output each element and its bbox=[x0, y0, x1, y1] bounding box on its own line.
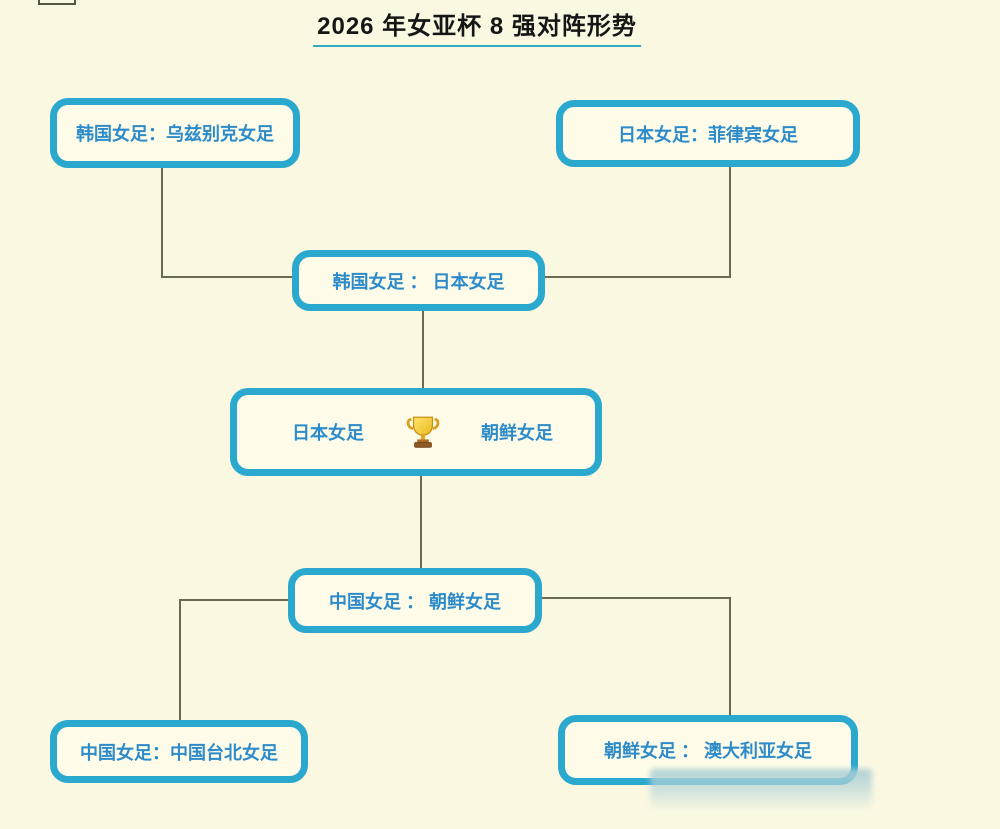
match-label: 韩国女足：乌兹别克女足 bbox=[76, 124, 274, 144]
match-box-qf-bottom-left[interactable]: 中国女足：中国台北女足 bbox=[50, 720, 308, 783]
match-label: 韩国女足 ： 日本女足 bbox=[332, 271, 505, 292]
connector-line bbox=[729, 597, 731, 715]
final-left-team: 日本女足 bbox=[292, 423, 364, 443]
connector-line bbox=[545, 276, 731, 278]
match-label: 中国女足 ： 朝鲜女足 bbox=[328, 591, 501, 612]
connector-line bbox=[161, 168, 163, 278]
match-box-qf-top-left[interactable]: 韩国女足：乌兹别克女足 bbox=[50, 98, 300, 168]
smudge-overlay bbox=[650, 769, 872, 811]
connector-line bbox=[422, 311, 424, 388]
connector-line bbox=[729, 167, 731, 278]
connector-line bbox=[179, 599, 288, 601]
match-label: 朝鲜女足 ： 澳大利亚女足 bbox=[603, 741, 812, 761]
match-box-qf-top-right[interactable]: 日本女足：菲律宾女足 bbox=[556, 100, 860, 167]
match-box-semifinal-top[interactable]: 韩国女足 ： 日本女足 bbox=[292, 250, 545, 311]
match-label: 中国女足：中国台北女足 bbox=[80, 742, 278, 763]
match-box-semifinal-bottom[interactable]: 中国女足 ： 朝鲜女足 bbox=[288, 568, 542, 633]
match-box-final[interactable]: 日本女足 朝鲜女足 bbox=[230, 388, 602, 476]
match-label: 日本女足：菲律宾女足 bbox=[618, 124, 798, 145]
connector-line bbox=[179, 599, 181, 720]
connector-line bbox=[161, 276, 292, 278]
trophy-icon bbox=[403, 411, 443, 453]
connector-line bbox=[420, 476, 422, 568]
page-title: 2026 年女亚杯 8 强对阵形势 bbox=[313, 6, 641, 47]
connector-line bbox=[542, 597, 730, 599]
cropped-frame-fragment bbox=[38, 0, 76, 5]
final-right-team: 朝鲜女足 bbox=[481, 423, 553, 443]
